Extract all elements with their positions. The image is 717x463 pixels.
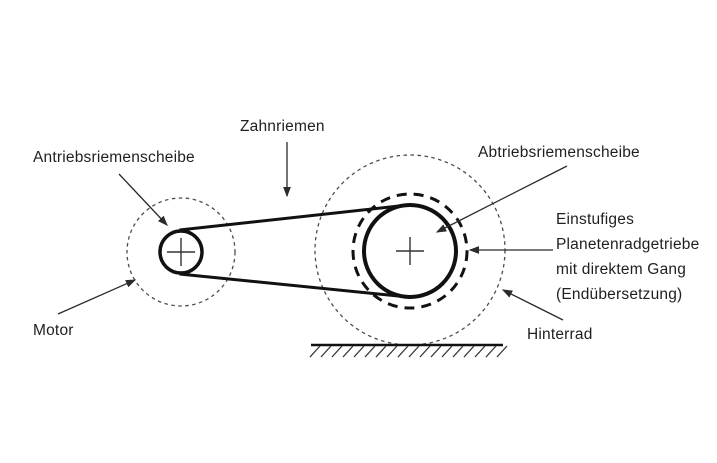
arrow-drive-pulley: [118, 173, 168, 226]
belt-label: Zahnriemen: [240, 118, 325, 135]
gearbox-label: Einstufiges Planetenradgetriebe mit dire…: [556, 207, 699, 307]
drive-axle-cross: [167, 238, 195, 266]
rear-axle-cross: [396, 237, 424, 265]
gearbox-label-line: Einstufiges: [556, 211, 635, 228]
planetary-gear-circle: [351, 192, 469, 310]
gearbox-label-line: mit direktem Gang: [556, 261, 687, 278]
gearbox-label-line: Planetenradgetriebe: [556, 236, 700, 253]
belt-upper-line: [179, 203, 406, 232]
arrow-driven-pulley: [435, 165, 568, 233]
arrow-rear-wheel: [501, 289, 564, 321]
motor-outline-circle: [126, 197, 236, 307]
motor-label: Motor: [33, 322, 74, 339]
driven-pulley-label: Abtriebsriemenscheibe: [478, 144, 640, 161]
belt-lower-line: [179, 272, 406, 299]
gearbox-label-line: (Endübersetzung): [556, 286, 683, 303]
rear-wheel-label: Hinterrad: [527, 326, 593, 343]
ground-hatching: [309, 345, 508, 358]
arrow-motor: [57, 279, 137, 315]
drive-pulley-label: Antriebsriemenscheibe: [33, 149, 195, 166]
